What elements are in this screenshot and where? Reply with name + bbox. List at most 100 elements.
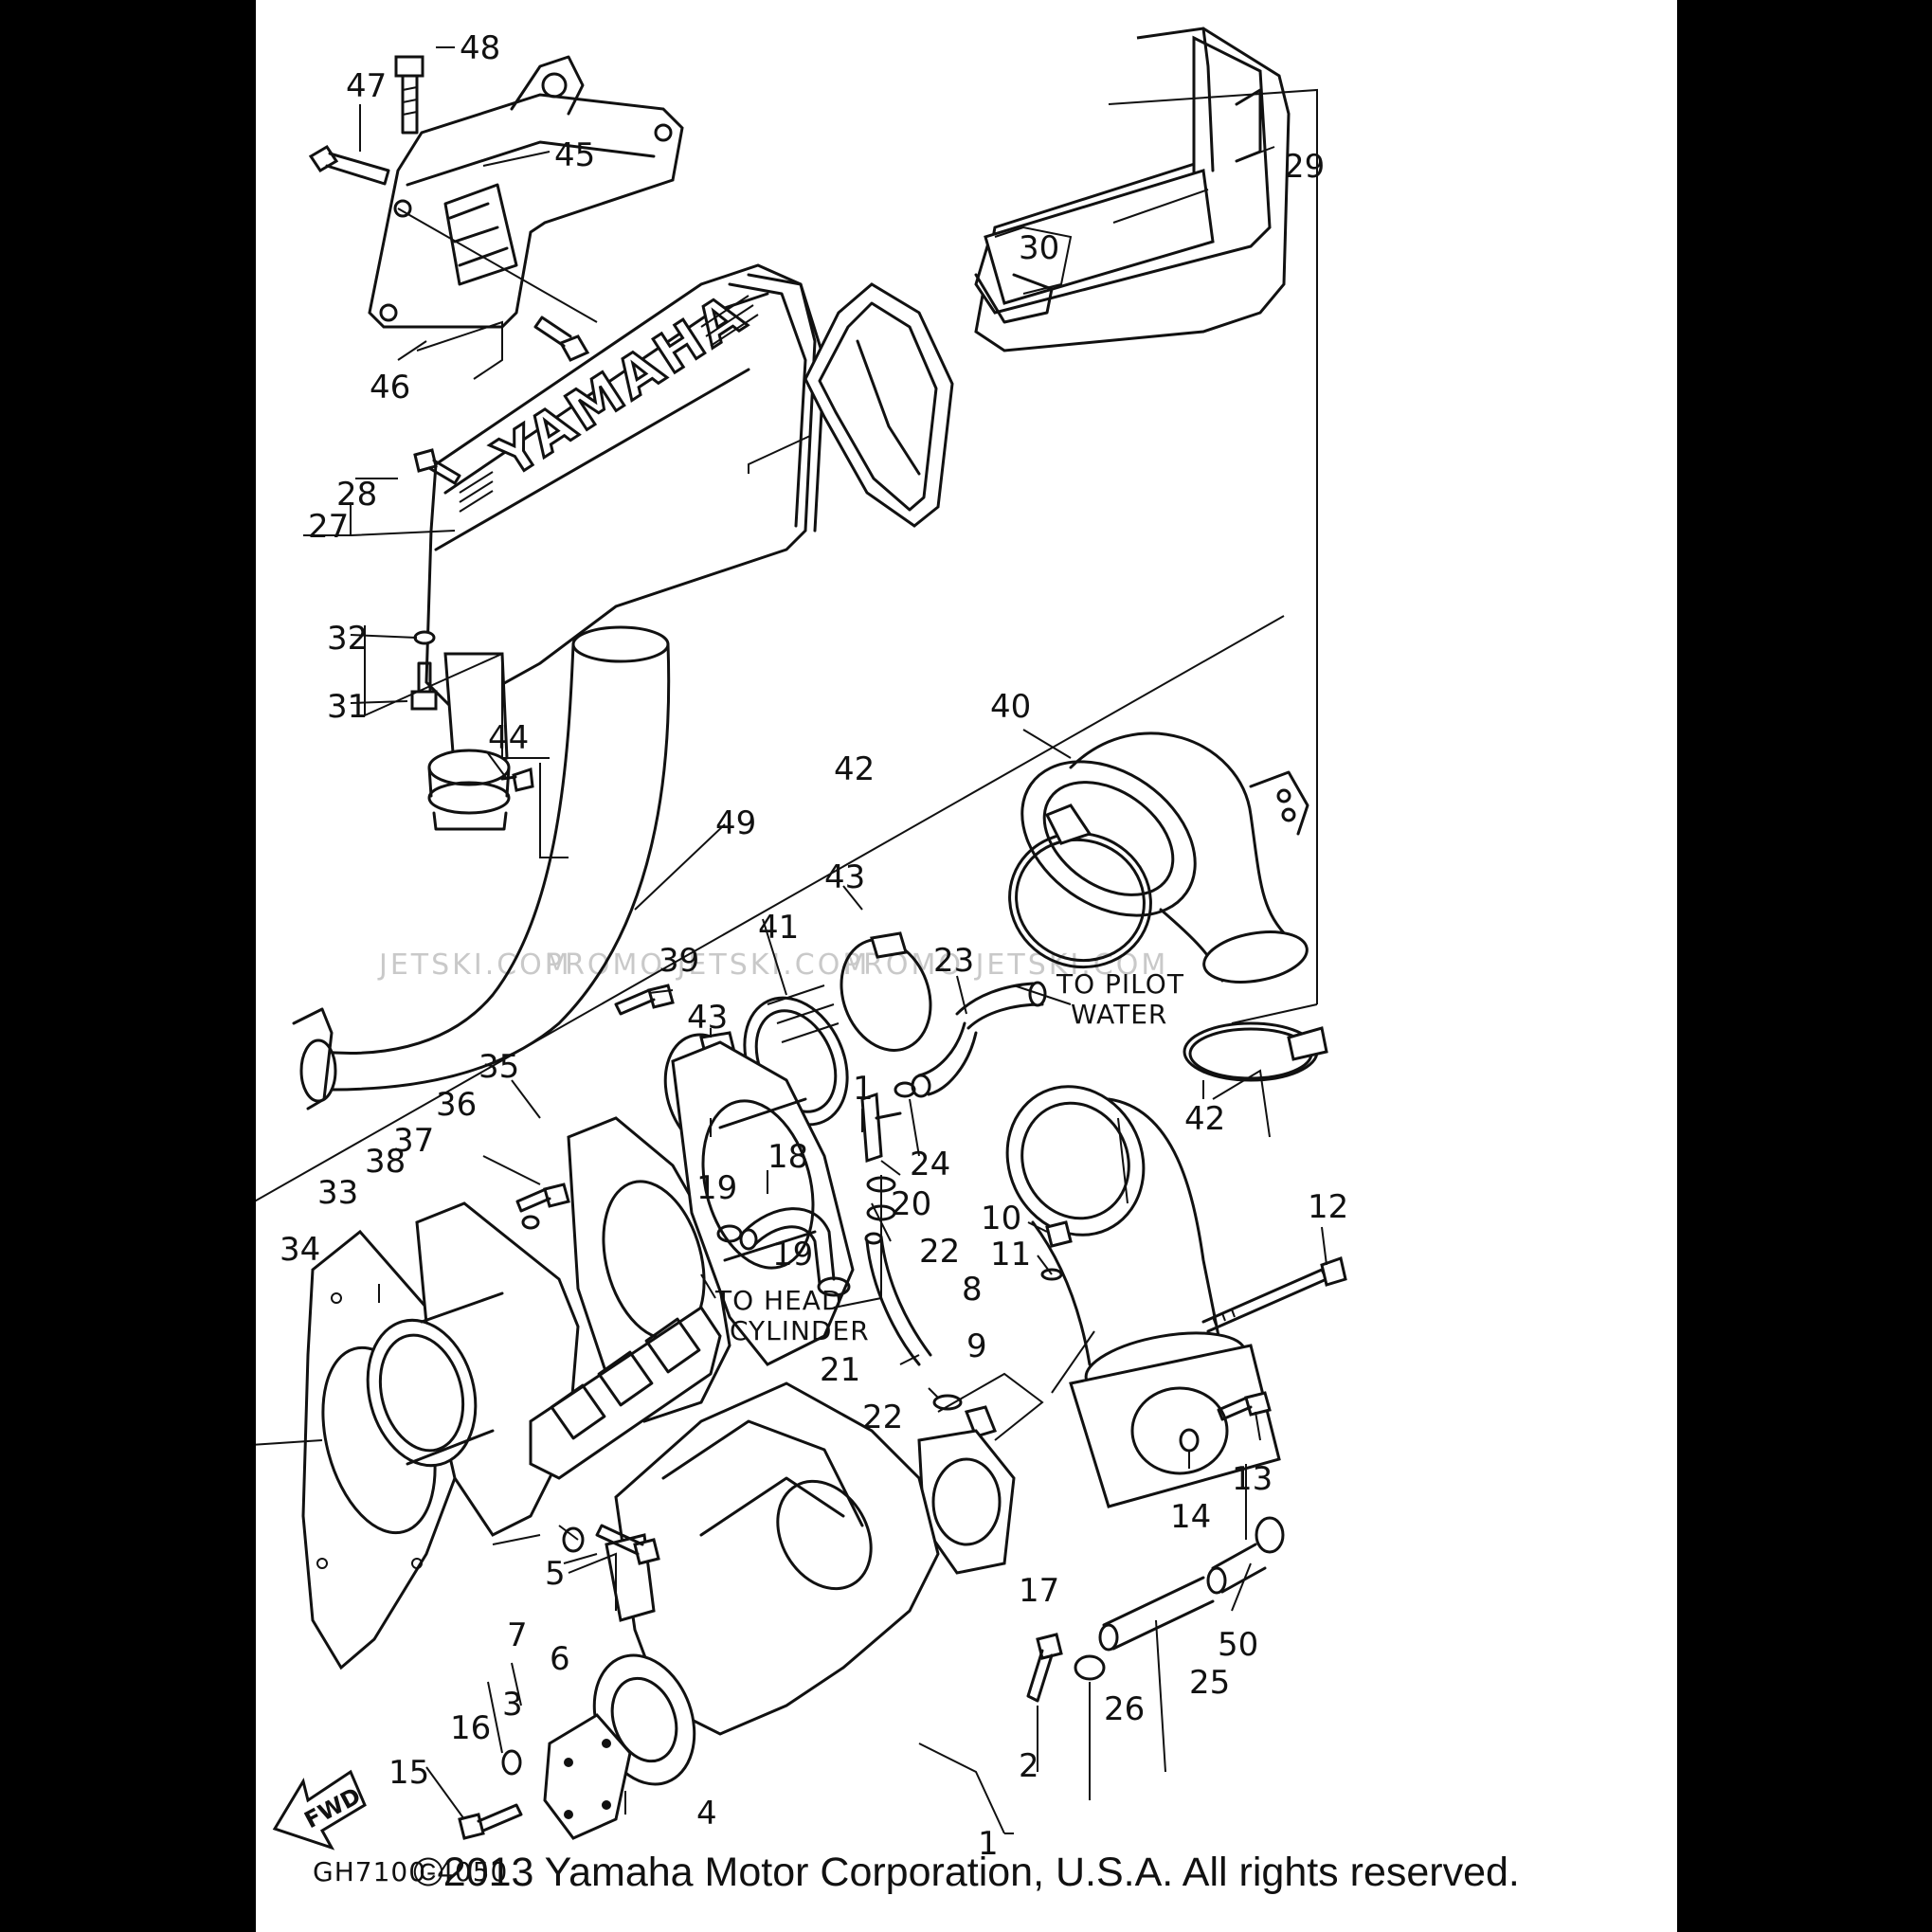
callout-35: 35 [478, 1048, 519, 1086]
bolt-13-drawing [1217, 1391, 1272, 1421]
callout-3: 3 [502, 1686, 523, 1724]
hose-18-drawing [739, 1207, 836, 1286]
clamp-26-drawing [1074, 1654, 1106, 1681]
callout-26: 26 [1104, 1690, 1145, 1728]
callout-21: 21 [820, 1351, 860, 1389]
washer-16-drawing [501, 1749, 522, 1776]
bolt-47-drawing [308, 144, 390, 186]
plate-35-drawing [671, 1040, 855, 1366]
pipe-49-drawing [292, 625, 671, 1110]
clamp-42a-drawing [1008, 803, 1152, 969]
gasket-30-drawing [803, 282, 954, 528]
callout-2: 2 [1019, 1747, 1039, 1785]
callout-49: 49 [715, 804, 756, 842]
callout-43-top: 43 [824, 858, 865, 896]
callout-15: 15 [388, 1754, 429, 1792]
elbow-40-drawing [1020, 731, 1309, 984]
callout-38: 38 [365, 1143, 406, 1181]
oring-11-drawing [1040, 1268, 1063, 1281]
cover-3-drawing [543, 1713, 632, 1840]
callout-37: 37 [393, 1122, 434, 1160]
clamp-43a-drawing [840, 931, 932, 1052]
callout-39: 39 [659, 942, 699, 980]
callout-7: 7 [507, 1616, 528, 1654]
to-pilot-label-line1: TO PILOT [1056, 968, 1184, 1000]
callout-48: 48 [460, 29, 500, 67]
callout-1-upper: 1 [853, 1070, 874, 1108]
callout-18: 18 [767, 1138, 808, 1176]
fitting-44-drawing [500, 767, 534, 792]
watermark-2: PROMO JETSKI.COM [545, 948, 870, 982]
callout-36: 36 [436, 1086, 477, 1124]
callout-6: 6 [550, 1640, 570, 1678]
callout-29: 29 [1284, 148, 1325, 186]
callout-42-top: 42 [834, 750, 875, 788]
callout-5: 5 [545, 1555, 566, 1593]
clamp-42b-drawing [1183, 1021, 1328, 1082]
clip-24-drawing [894, 1081, 916, 1098]
silencer-29-drawing [974, 27, 1291, 352]
callout-13: 13 [1232, 1460, 1273, 1498]
callout-8: 8 [962, 1271, 983, 1309]
bolt-46-drawing [533, 316, 590, 362]
fitting-10-drawing [1045, 1220, 1073, 1248]
callout-30: 30 [1019, 229, 1059, 267]
callout-47: 47 [346, 67, 387, 105]
elbow-pipe-1-drawing [1005, 1085, 1281, 1508]
callout-24: 24 [910, 1146, 950, 1183]
fitting-20-drawing [860, 1092, 902, 1164]
cover-neck-drawing [427, 652, 511, 831]
clamp-19a-drawing [716, 1224, 743, 1243]
bolt-48-drawing [394, 55, 424, 135]
bolt-2-drawing [1026, 1633, 1063, 1703]
callout-4: 4 [696, 1795, 717, 1833]
callout-44: 44 [488, 719, 529, 757]
to-pilot-arrow [1013, 984, 1072, 1005]
part-code-label: GH7100-4050 [313, 1856, 508, 1887]
hose-21-drawing [864, 1232, 932, 1366]
bolt-39-drawing [614, 984, 675, 1016]
washer-7-drawing [562, 1526, 585, 1553]
callout-31: 31 [327, 688, 368, 726]
leader-lines [303, 46, 1327, 1834]
callout-14: 14 [1170, 1498, 1211, 1536]
callout-32: 32 [327, 620, 368, 658]
callout-28: 28 [336, 476, 377, 514]
bracket-45-drawing [368, 55, 684, 329]
bolt-6-drawing [595, 1524, 660, 1565]
callout-40: 40 [990, 688, 1031, 726]
watermark-1: JETSKI.COM [377, 948, 572, 982]
frame-lines [256, 88, 1318, 1611]
callout-9: 9 [966, 1327, 987, 1365]
fwd-arrow-icon: FWD [272, 1769, 367, 1851]
callout-43-mid: 43 [687, 999, 728, 1037]
callout-50: 50 [1218, 1626, 1258, 1664]
callout-33: 33 [317, 1174, 358, 1212]
callout-41: 41 [758, 909, 799, 947]
exploded-parts-diagram: JETSKI.COM PROMO JETSKI.COM PROMO JETSKI… [256, 27, 1348, 1887]
screw-28-drawing [413, 448, 461, 485]
washer-14-drawing [1179, 1428, 1200, 1453]
callout-1-lower: 1 [978, 1825, 999, 1863]
callout-45: 45 [554, 136, 595, 174]
hose-23-drawing [911, 981, 1047, 1098]
clamp-19b-drawing [817, 1276, 851, 1297]
callout-16: 16 [450, 1709, 491, 1747]
callout-20: 20 [891, 1185, 931, 1223]
clamp-22b-drawing [932, 1394, 963, 1411]
clamp-50-drawing [1255, 1516, 1285, 1554]
bolt-12-drawing [1201, 1256, 1347, 1333]
diagram-sheet: JETSKI.COM PROMO JETSKI.COM PROMO JETSKI… [256, 0, 1677, 1932]
callout-46: 46 [370, 369, 410, 406]
to-head-label-line2: CYLINDER [730, 1315, 870, 1346]
to-head-arrow [700, 1273, 716, 1299]
callout-12: 12 [1308, 1188, 1348, 1226]
callout-19-left: 19 [696, 1169, 737, 1207]
callout-23: 23 [933, 942, 974, 980]
bolt-31-drawing [410, 661, 438, 711]
washer-32-drawing [413, 630, 436, 645]
callout-27: 27 [308, 508, 349, 546]
callout-19-right: 19 [772, 1236, 813, 1273]
to-head-label-line1: TO HEAD [714, 1285, 843, 1316]
callout-34: 34 [280, 1231, 320, 1269]
